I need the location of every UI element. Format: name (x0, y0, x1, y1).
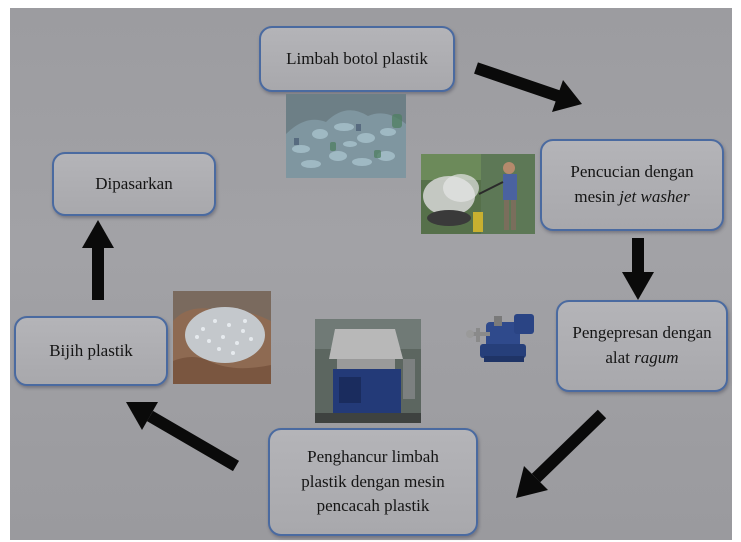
arrow-limbah-to-pencucian (474, 62, 582, 112)
node-pengepresan-line2-italic: ragum (634, 348, 679, 367)
arrow-pencucian-to-pengepresan (622, 238, 654, 300)
node-pencucian: Pencucian dengan mesin jet washer (540, 139, 724, 231)
node-penghancur-line2: plastik dengan mesin (301, 471, 445, 491)
node-limbah-botol-plastik: Limbah botol plastik (259, 26, 455, 92)
arrow-bijih-to-dipasarkan (82, 220, 114, 300)
node-pencucian-line2-prefix: mesin (574, 187, 620, 206)
arrow-penghancur-to-bijih (126, 402, 240, 472)
node-bijih-plastik: Bijih plastik (14, 316, 168, 386)
jet-washer-cleaning-photo (421, 154, 535, 234)
plastic-shredder-machine-photo (315, 319, 421, 423)
node-dipasarkan: Dipasarkan (52, 152, 216, 216)
plastic-bottle-pile-photo (286, 94, 406, 178)
node-bijih-label: Bijih plastik (49, 340, 133, 360)
node-dipasarkan-label: Dipasarkan (95, 173, 173, 193)
node-penghancur-line3: pencacah plastik (316, 496, 430, 516)
plastic-pellets-in-hand-photo (173, 291, 271, 384)
node-limbah-label: Limbah botol plastik (286, 48, 428, 68)
node-penghancur: Penghancur limbah plastik dengan mesin p… (268, 428, 478, 536)
diagram-panel: Limbah botol plastik Pencucian dengan me… (10, 8, 732, 540)
bench-vise-photo (466, 304, 548, 370)
node-pengepresan: Pengepresan dengan alat ragum (556, 300, 728, 392)
arrow-pengepresan-to-penghancur (516, 409, 607, 498)
node-pencucian-line1: Pencucian dengan (570, 162, 694, 182)
node-penghancur-line1: Penghancur limbah (307, 447, 439, 467)
node-pengepresan-line1: Pengepresan dengan (572, 323, 712, 343)
node-pencucian-line2-italic: jet washer (619, 187, 690, 206)
node-pengepresan-line2-prefix: alat (605, 348, 635, 367)
